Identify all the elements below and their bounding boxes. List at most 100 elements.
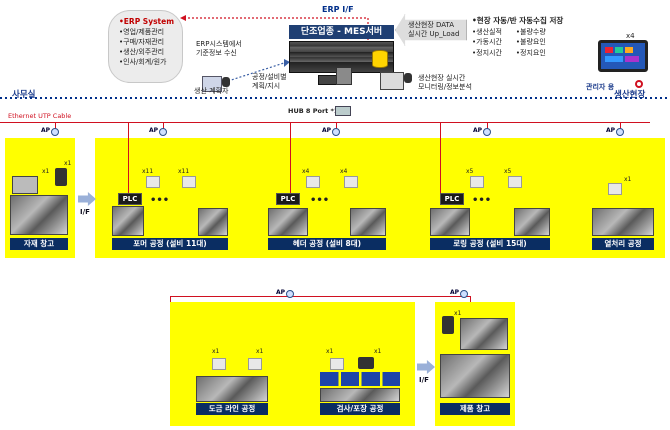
planner-pc-icon [202,76,222,92]
handheld-scanner-icon [55,168,67,186]
machine-photo [112,206,144,236]
device-count: x5 [504,168,512,175]
device-count: x1 [326,348,334,355]
if-arrow [417,360,435,374]
hub-icon [335,106,351,116]
if-label: I/F [80,208,90,216]
rolling-label: 로링 공정 (설비 15대) [430,238,550,250]
material-photo [10,195,68,235]
erp-item: •구매/자재관리 [119,38,165,46]
office-label: 사무실 [12,90,36,100]
field-label: 생산현장 [614,90,646,100]
product-photo [460,318,508,350]
device-count: x1 [374,348,382,355]
erp-item: •생산/외주관리 [119,48,165,56]
collection-item: •불량수량 [515,27,546,36]
ap-icon [51,128,59,136]
collection-list: •현장 자동/반 자동수집 저장 •생산실적 •가동시간 •정지시간 •불량수량… [472,16,563,58]
machine-photo [268,208,308,236]
machine-photo [430,208,470,236]
inspect-photo [320,388,400,402]
header-label: 헤더 공정 (설비 8대) [268,238,386,250]
erp-item: •인사/회계/원가 [119,58,167,66]
erp-title: •ERP System [119,17,175,26]
machine-photo [198,208,228,236]
product-label: 제품 창고 [440,403,510,415]
cable-drop [128,122,130,200]
monitor-note: 생산현장 실시간 모니터링/정보분석 [418,74,472,91]
device-count: x1 [42,168,50,175]
worker-photo [12,176,38,194]
collection-item: •정지시간 [472,48,502,57]
scanner-icon [358,357,374,369]
device-count: x1 [212,348,220,355]
ap-icon [286,290,294,298]
pc-tower-icon [336,67,352,85]
material-label: 자재 창고 [10,238,68,250]
plc-box: PLC [440,193,464,205]
more-devices-dots: ••• [310,195,330,206]
device-count: x11 [142,168,154,175]
terminal-icon [146,176,160,188]
more-devices-dots: ••• [472,195,492,206]
device-count: x1 [64,160,72,167]
person-icon [222,77,230,87]
device-count: x4 [302,168,310,175]
terminal-icon [248,358,262,370]
collection-item: •생산실적 [472,27,502,36]
ap-icon [159,128,167,136]
wireless-icon [635,80,643,88]
cable-drop [440,122,442,200]
monitor-icon [380,72,404,90]
cable-label: Ethernet UTP Cable [8,112,72,120]
collection-item: •불량요인 [515,38,546,46]
if-arrow [78,192,96,206]
ap-icon [483,128,491,136]
device-count: x1 [256,348,264,355]
upload-note: 생산현장 DATA 실시간 Up_Load [408,21,460,38]
device-count: x1 [624,176,632,183]
heat-photo [592,208,654,236]
ap-icon [460,290,468,298]
plan-note: 공정/설비별 계획/지시 [252,73,287,90]
machine-photo [514,208,550,236]
terminal-icon [182,176,196,188]
erp-system-cloud: •ERP System •영업/제품관리 •구매/자재관리 •생산/외주관리 •… [108,10,183,83]
terminal-icon [306,176,320,188]
plc-box: PLC [276,193,300,205]
plating-label: 도금 라인 공정 [196,403,268,415]
device-count: x5 [466,168,474,175]
collection-title: •현장 자동/반 자동수집 저장 [472,16,564,25]
device-count: x11 [178,168,190,175]
person-icon [404,73,412,83]
tablet-icon [598,40,648,72]
terminal-icon [508,176,522,188]
former-label: 포머 공정 (설비 11대) [112,238,228,250]
mes-server-title: 단조업종 - MES서버 [289,25,394,39]
tablet-label: 관리자 용 [586,83,615,91]
machine-photo [350,208,386,236]
plc-box: PLC [118,193,142,205]
erp-item: •영업/제품관리 [119,28,165,36]
ap-icon [332,128,340,136]
ap-row: AP AP AP AP AP [0,123,670,143]
office-field-divider [0,97,670,99]
inspect-label: 검사/포장 공정 [320,403,400,415]
erp-receive-note: ERP시스템에서 기준정보 수신 [196,40,242,57]
more-devices-dots: ••• [150,195,170,206]
planner-label: 생산 계획자 [194,87,229,95]
collection-item: •가동시간 [472,38,502,46]
erp-if-label: ERP I/F [322,5,354,14]
hub-label: HUB 8 Port *1 [288,107,339,115]
terminal-icon [212,358,226,370]
packaging-boxes [320,372,400,386]
database-icon [372,50,388,68]
warehouse-photo [440,354,510,398]
terminal-icon [470,176,484,188]
collection-item: •정지요인 [515,48,546,57]
if-label: I/F [419,376,429,384]
erp-to-server-arrow [227,59,290,82]
device-count: x4 [340,168,348,175]
terminal-icon [608,183,622,195]
terminal-icon [344,176,358,188]
